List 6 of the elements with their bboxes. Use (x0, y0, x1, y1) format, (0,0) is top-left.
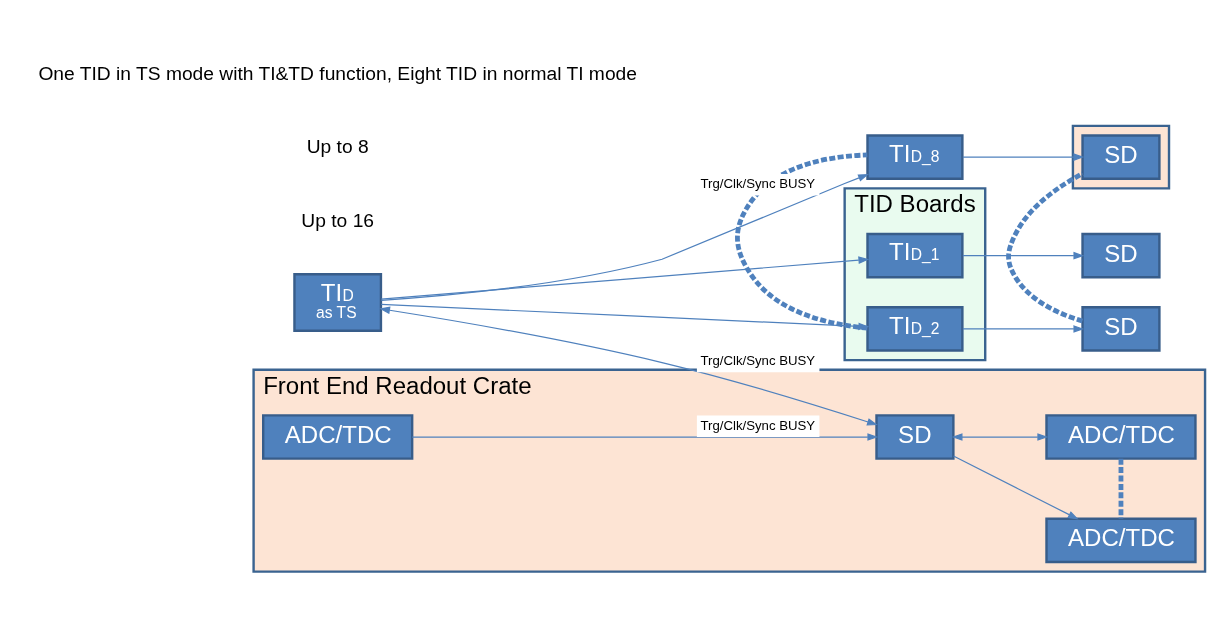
edge-label: Trg/Clk/Sync BUSY (700, 417, 816, 433)
label: Up to 8 (306, 136, 369, 158)
edge-label: Trg/Clk/Sync BUSY (700, 352, 816, 368)
edge-label: Trg/Clk/Sync BUSY (700, 176, 816, 192)
label: One TID in TS mode with TI&TD function, Eight TID in normal TI mode (38, 62, 637, 84)
label: Up to 16 (301, 209, 375, 231)
